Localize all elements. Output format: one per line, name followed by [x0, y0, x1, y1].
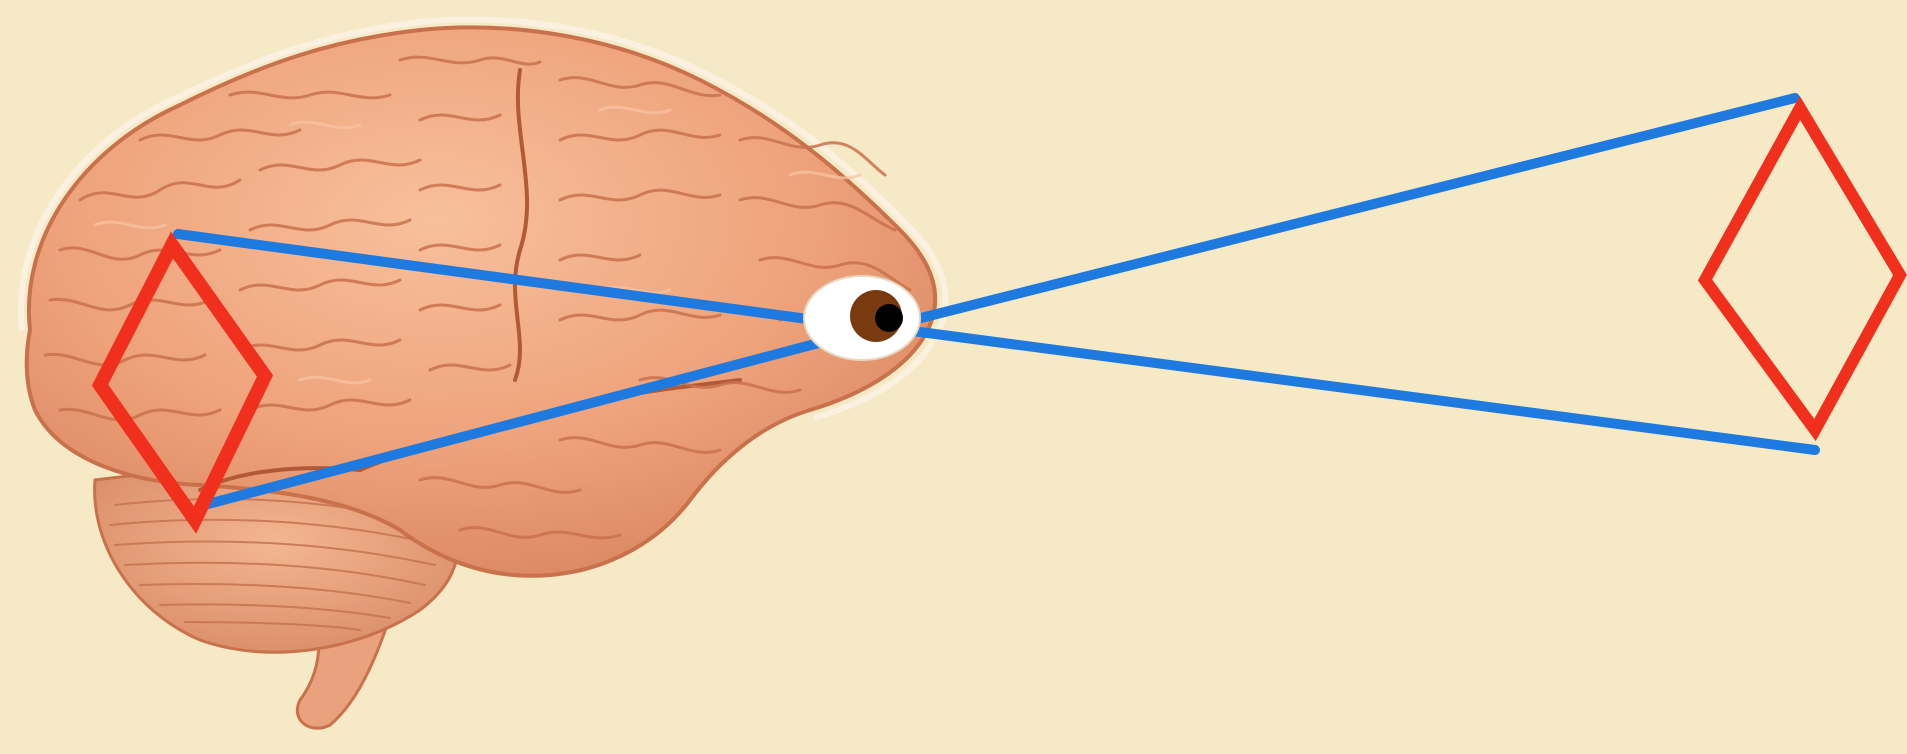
eye-pupil	[875, 304, 903, 332]
eye-icon	[804, 276, 920, 360]
